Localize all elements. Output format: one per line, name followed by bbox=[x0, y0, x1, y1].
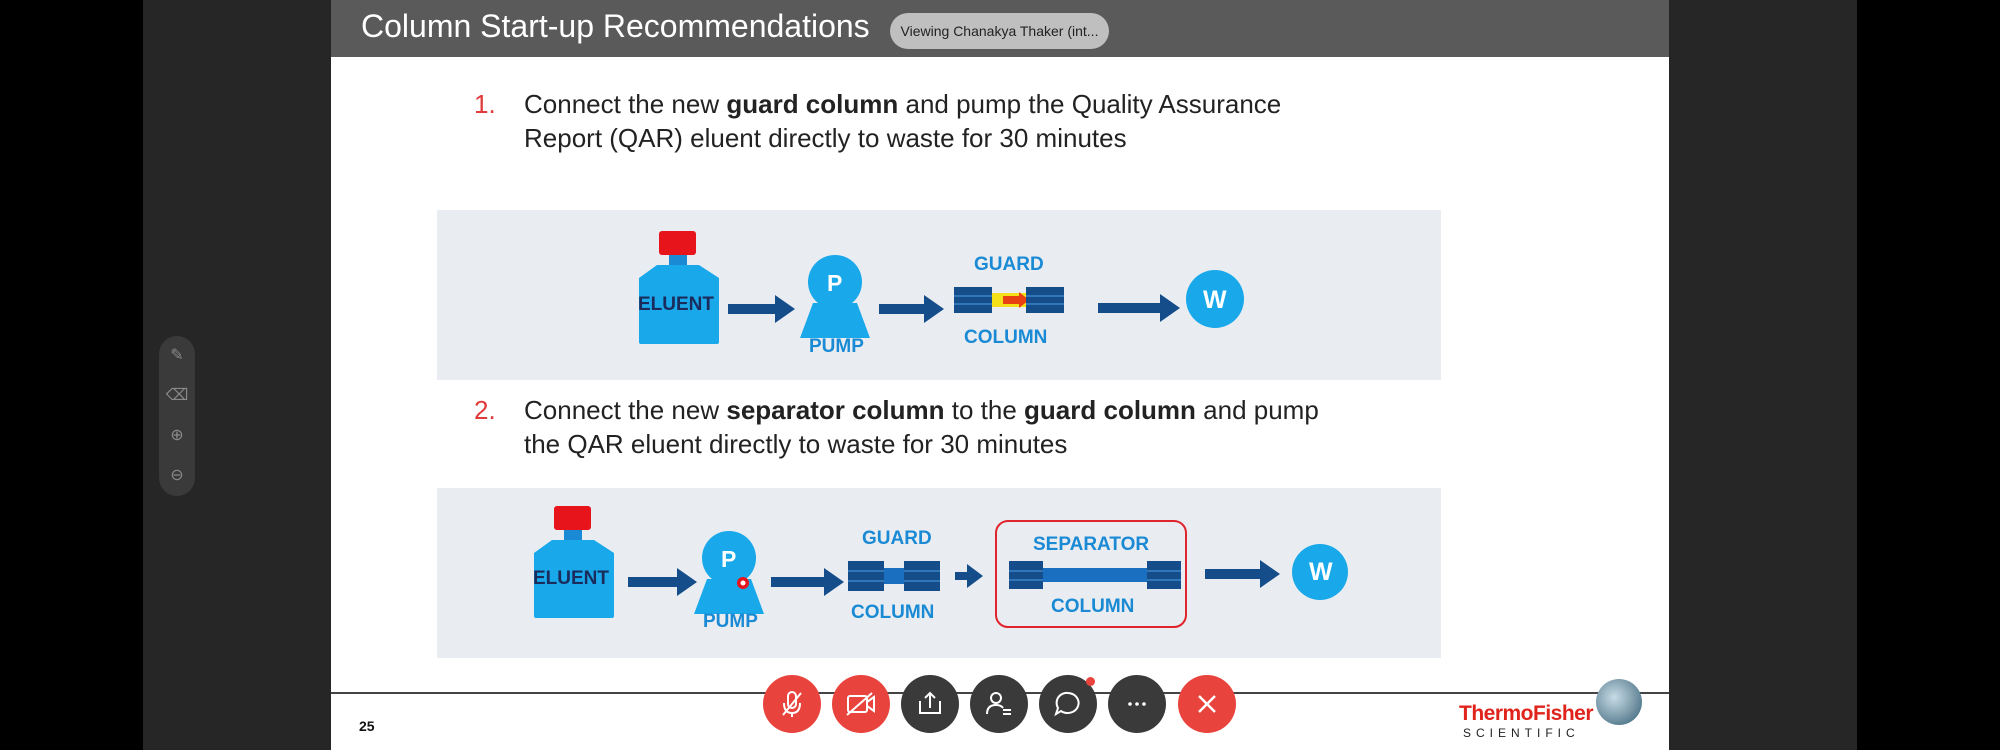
column-end-icon bbox=[1009, 561, 1043, 589]
share-icon bbox=[919, 691, 941, 714]
diagram-1-graphic bbox=[639, 231, 1244, 344]
column-end-icon bbox=[1147, 561, 1181, 589]
page-number: 25 bbox=[359, 718, 375, 734]
step-text: Connect the new bbox=[524, 89, 727, 119]
stop-video-button[interactable] bbox=[832, 675, 890, 733]
scientific-logo: SCIENTIFIC bbox=[1463, 726, 1580, 740]
column-body-icon bbox=[1043, 568, 1147, 582]
participants-icon bbox=[986, 692, 1011, 715]
bottle-neck-icon bbox=[669, 255, 687, 265]
diagram-2-panel: ELUENT P PUMP GUARD COLUMN SEPARATOR COL… bbox=[437, 488, 1441, 658]
column-end-icon bbox=[954, 287, 992, 313]
column-end-icon bbox=[848, 561, 884, 591]
step-bold-text: guard column bbox=[1024, 395, 1196, 425]
left-black-bar bbox=[0, 0, 143, 750]
column-body-icon bbox=[884, 568, 904, 584]
activity-orb-icon bbox=[1596, 679, 1642, 725]
step-number: 2. bbox=[474, 395, 496, 425]
flow-arrow-icon bbox=[1003, 292, 1029, 308]
right-gray-margin bbox=[1669, 0, 1857, 750]
waste-label: W bbox=[1203, 286, 1227, 314]
zoom-out-icon[interactable]: ⊖ bbox=[170, 467, 184, 484]
leave-button[interactable] bbox=[1178, 675, 1236, 733]
guard-label: GUARD bbox=[974, 254, 1044, 275]
participants-button[interactable] bbox=[970, 675, 1028, 733]
column-end-icon bbox=[904, 561, 940, 591]
mic-off-icon bbox=[782, 691, 802, 717]
more-button[interactable] bbox=[1108, 675, 1166, 733]
waste-icon bbox=[1292, 544, 1348, 600]
arrow-icon bbox=[1205, 560, 1280, 588]
slide-title: Column Start-up Recommendations bbox=[361, 8, 870, 44]
chat-icon bbox=[1054, 691, 1080, 717]
pump-symbol: P bbox=[827, 270, 843, 296]
mute-mic-button[interactable] bbox=[763, 675, 821, 733]
arrow-icon bbox=[1098, 294, 1180, 322]
zoom-in-icon[interactable]: ⊕ bbox=[170, 427, 184, 444]
step-text: and pump the Quality Assurance bbox=[898, 89, 1282, 119]
column-end-icon bbox=[1026, 287, 1064, 313]
pump-base-icon bbox=[694, 579, 764, 614]
arrow-icon bbox=[955, 564, 983, 588]
video-off-icon bbox=[846, 692, 875, 716]
step-number: 1. bbox=[474, 89, 496, 119]
arrow-icon bbox=[628, 568, 697, 596]
pump-base-icon bbox=[800, 303, 870, 338]
waste-icon bbox=[1186, 270, 1244, 328]
more-icon bbox=[1128, 702, 1146, 706]
arrow-icon bbox=[771, 568, 844, 596]
chat-notification-dot bbox=[1086, 677, 1095, 686]
annotation-toolbar: ✎ ⌫ ⊕ ⊖ bbox=[159, 336, 195, 496]
pump-icon bbox=[702, 531, 756, 585]
pump-label: PUMP bbox=[703, 611, 758, 632]
eluent-label: ELUENT bbox=[638, 294, 714, 315]
arrow-icon bbox=[728, 295, 795, 323]
separator-label: SEPARATOR bbox=[1033, 534, 1150, 555]
diagram-2-graphic bbox=[534, 506, 1348, 628]
step-text-line-1: Connect the new separator column to the … bbox=[524, 393, 1319, 427]
guard-column-label: COLUMN bbox=[851, 602, 935, 623]
bottle-icon bbox=[534, 540, 614, 618]
separator-highlight-box bbox=[995, 520, 1187, 628]
guard-label: GUARD bbox=[862, 528, 932, 549]
step-text-line-1: Connect the new guard column and pump th… bbox=[524, 87, 1281, 121]
bottle-icon bbox=[639, 265, 719, 344]
pump-symbol: P bbox=[721, 546, 737, 572]
eraser-icon[interactable]: ⌫ bbox=[165, 387, 189, 404]
close-icon bbox=[1198, 695, 1216, 713]
waste-label: W bbox=[1309, 558, 1333, 586]
thermofisher-logo: ThermoFisher bbox=[1459, 702, 1594, 725]
pump-label: PUMP bbox=[809, 336, 864, 357]
step-text-line-2: the QAR eluent directly to waste for 30 … bbox=[524, 429, 1068, 459]
share-button[interactable] bbox=[901, 675, 959, 733]
step-bold-text: separator column bbox=[726, 395, 945, 425]
shared-slide: Column Start-up Recommendations Viewing … bbox=[331, 0, 1669, 750]
eluent-label: ELUENT bbox=[533, 568, 609, 589]
bottle-neck-icon bbox=[564, 530, 582, 540]
diagram-1-panel: ELUENT P PUMP GUARD COLUMN W bbox=[437, 210, 1441, 380]
step-text-line-2: Report (QAR) eluent directly to waste fo… bbox=[524, 123, 1127, 153]
step-bold-text: guard column bbox=[726, 89, 899, 119]
step-text: Connect the new bbox=[524, 395, 727, 425]
slide-header: Column Start-up Recommendations Viewing … bbox=[331, 0, 1669, 57]
right-black-bar bbox=[1857, 0, 2000, 750]
bottle-cap-icon bbox=[554, 506, 591, 530]
step-text: and pump bbox=[1195, 395, 1319, 425]
pen-icon[interactable]: ✎ bbox=[170, 347, 184, 364]
step-text: to the bbox=[944, 395, 1025, 425]
viewing-banner: Viewing Chanakya Thaker (int... bbox=[890, 13, 1109, 49]
bottle-cap-icon bbox=[659, 231, 696, 255]
arrow-icon bbox=[879, 295, 944, 323]
pump-icon bbox=[808, 255, 862, 309]
separator-column-label: COLUMN bbox=[1051, 596, 1135, 617]
column-label: COLUMN bbox=[964, 327, 1048, 348]
